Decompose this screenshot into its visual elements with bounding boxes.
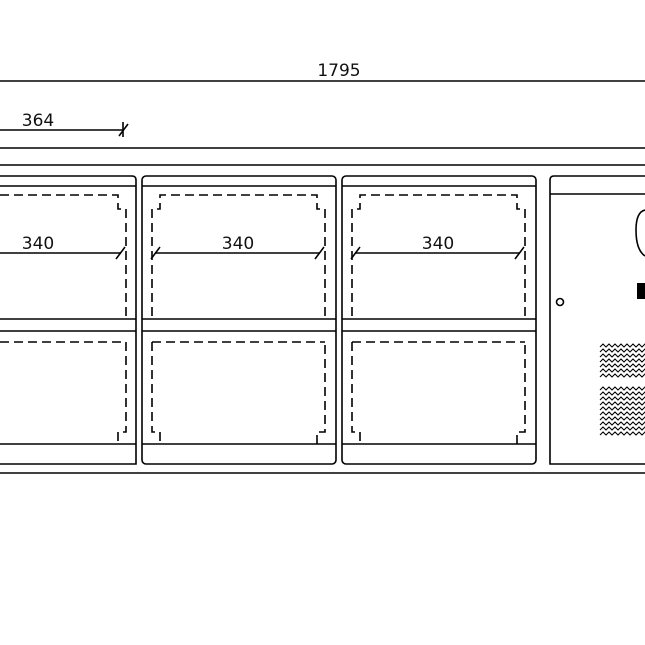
door-2-width-label: 340 (222, 234, 254, 254)
door-2-width-tick-right (314, 246, 325, 260)
door-3-width-label: 340 (422, 234, 454, 254)
overall-width-label: 1795 (317, 61, 360, 81)
door-3-hidden-line-upper (351, 194, 526, 316)
vent-grille-upper (599, 343, 645, 378)
compressor-panel-frame (549, 175, 645, 465)
vent-slot (599, 348, 645, 353)
door-1-hidden-line-lower (0, 341, 127, 444)
control-switch-icon (637, 283, 645, 299)
vent-slot (599, 426, 645, 431)
door-3-frame (341, 175, 537, 465)
panel-lock-icon (555, 297, 565, 307)
door-1-width-label: 340 (22, 234, 54, 254)
door-offset-dimension: 364 (0, 111, 129, 137)
door-2-hidden-line-upper (151, 194, 326, 316)
door-3-width-tick-right (514, 246, 525, 260)
door-1-frame (0, 175, 137, 465)
door-2: 340 (141, 175, 337, 465)
vent-slot (599, 411, 645, 416)
door-3: 340 (341, 175, 537, 465)
door-offset-label: 364 (22, 111, 54, 131)
vent-slot (599, 353, 645, 358)
vent-slot (599, 368, 645, 373)
door-3-width-tick-left (350, 246, 361, 260)
door-1-hidden-line-upper (0, 194, 127, 316)
vent-slot (599, 416, 645, 421)
door-2-hidden-line-lower (151, 341, 326, 444)
door-3-hidden-line-lower (351, 341, 526, 444)
vent-slot (599, 373, 645, 378)
door-2-width-tick-left (150, 246, 161, 260)
vent-slot (599, 421, 645, 426)
vent-slot (599, 358, 645, 363)
door-2-frame (141, 175, 337, 465)
overall-width-dimension: 1795 (0, 61, 645, 82)
vent-slot (599, 386, 645, 391)
control-display-icon (635, 209, 645, 257)
vent-slot (599, 396, 645, 401)
compressor-compartment (549, 175, 645, 465)
door-1-width-tick (115, 246, 126, 260)
vent-slot (599, 431, 645, 436)
vent-slot (599, 343, 645, 348)
cabinet-body (0, 147, 645, 474)
vent-slot (599, 391, 645, 396)
vent-grille-lower (599, 386, 645, 436)
vent-slot (599, 406, 645, 411)
vent-slot (599, 401, 645, 406)
door-1: 340 (0, 175, 137, 465)
vent-slot (599, 363, 645, 368)
